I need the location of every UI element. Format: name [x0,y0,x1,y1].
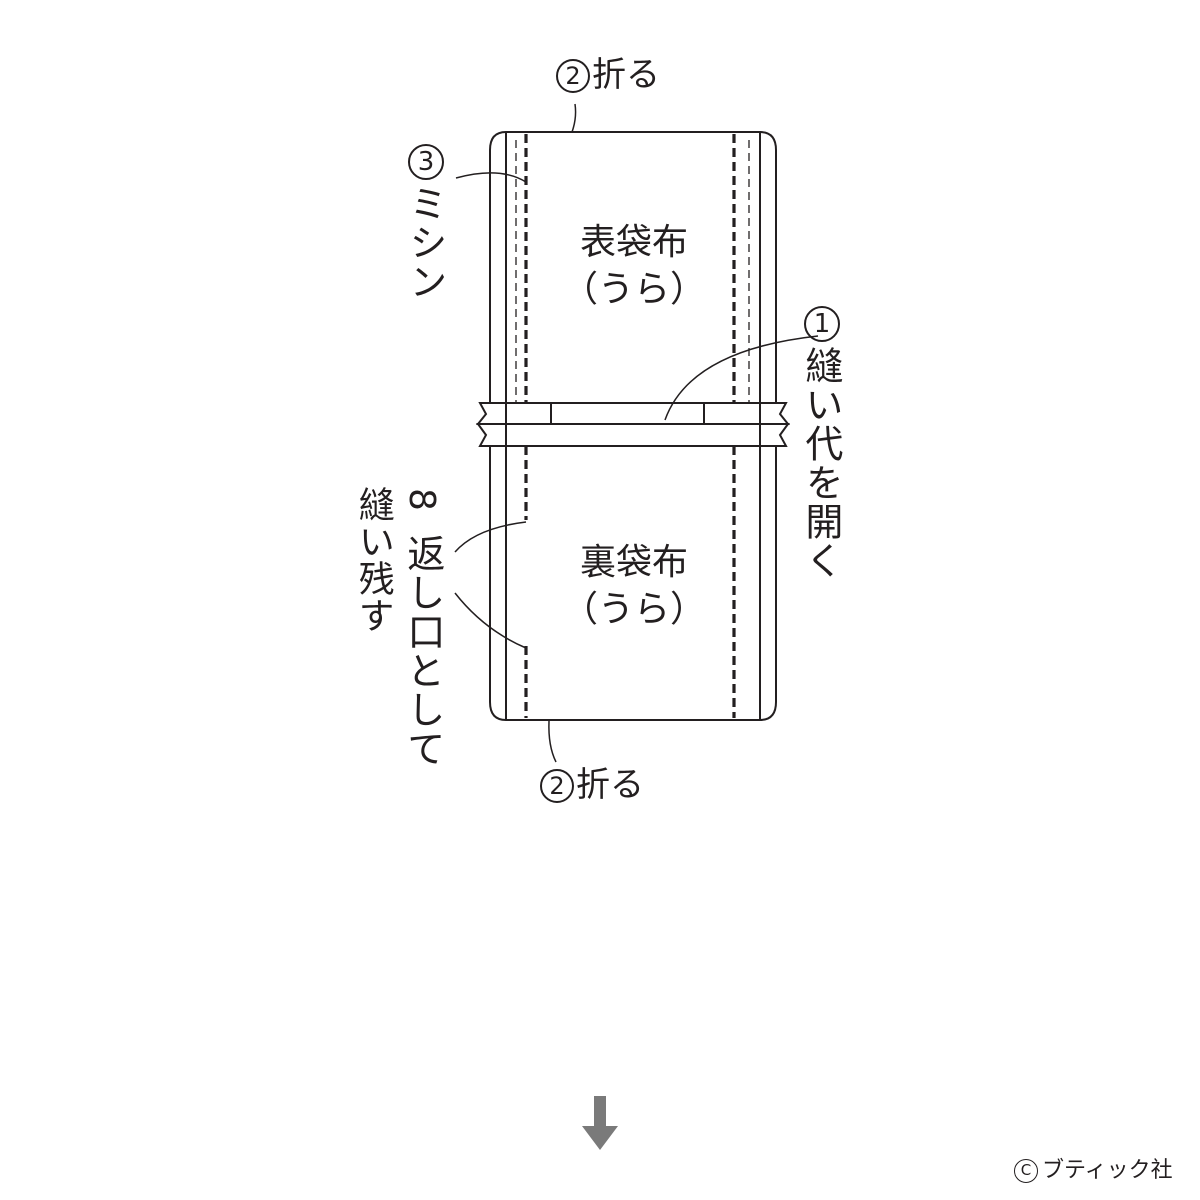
return-opening-number: 8 [400,488,442,512]
outer-fabric-side: （うら） [561,268,706,310]
lining-fabric-label: 裏袋布 （うら） [534,540,734,634]
leave-unsewn-label: 縫い残す [352,486,394,634]
outer-fabric-name: 表袋布 [579,222,688,263]
return-opening-label: 返し口として [400,534,445,768]
step-number-open: 1 [804,306,840,342]
fold-text: 折る [576,765,644,805]
down-arrow-icon [582,1096,618,1150]
step-number-sew: 3 [408,144,444,180]
open-seam-label: 縫い代を開く [798,346,843,580]
lining-fabric-side: （うら） [561,588,706,630]
copyright-icon: C [1014,1159,1038,1183]
lining-fabric-name: 裏袋布 [579,542,688,583]
stitch-lines [524,134,736,718]
step-number: 2 [540,769,574,803]
outer-fabric-label: 表袋布 （うら） [534,220,734,314]
fold-text: 折る [592,55,660,95]
step-number: 2 [556,59,590,93]
copyright-text: ブティック社 [1042,1158,1173,1183]
center-seam [475,402,791,447]
sew-label: ミシン [402,184,447,301]
leader-lines [454,103,819,763]
guide-dashed-lines [515,140,750,403]
